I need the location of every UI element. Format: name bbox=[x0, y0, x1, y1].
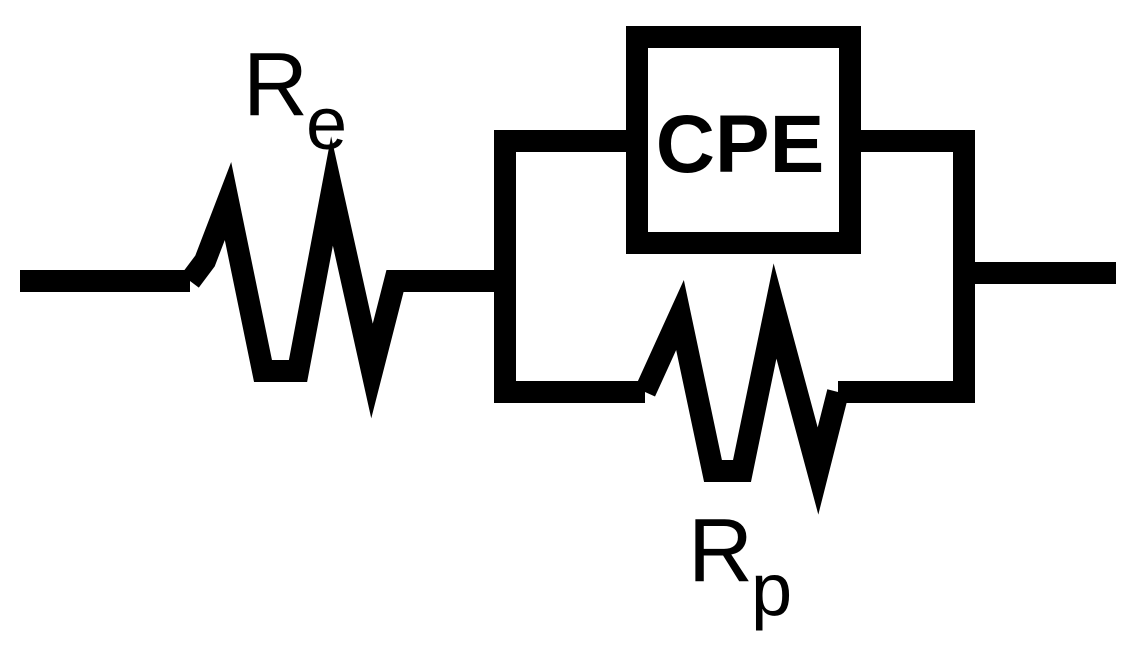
series-resistor-re bbox=[181, 136, 505, 419]
resistor-re-subscript: e bbox=[306, 82, 348, 165]
cpe-box bbox=[626, 26, 861, 254]
parallel-branch-left bbox=[494, 130, 645, 403]
resistor-re-label: Re bbox=[243, 40, 347, 161]
resistor-rp-symbol: R bbox=[688, 501, 753, 601]
parallel-resistor-rp bbox=[634, 263, 849, 515]
resistor-re-symbol: R bbox=[243, 35, 308, 135]
resistor-rp-subscript: p bbox=[751, 548, 793, 631]
cpe-label: CPE bbox=[655, 99, 825, 190]
resistor-rp-label: Rp bbox=[688, 506, 792, 627]
